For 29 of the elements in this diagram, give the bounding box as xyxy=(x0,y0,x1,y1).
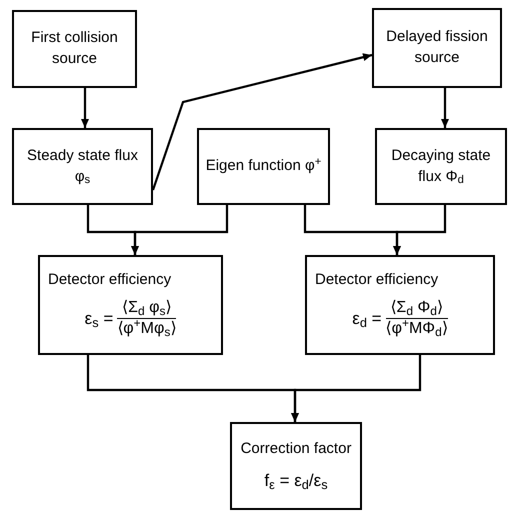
box-label: Eigen function φ$^{+}$ xyxy=(206,156,322,176)
formula: f$_{ε}$ = ε$_{d}$/ε$_{s}$ xyxy=(264,470,328,494)
box-heading: Detector efficiency xyxy=(48,270,172,290)
process-box xyxy=(12,10,137,88)
formula-numerator: ⟨Σ$_{d}$ φ$_{s}$⟩ xyxy=(122,298,172,318)
arrow xyxy=(131,205,228,255)
box-label: Steady state flux φ$_{s}$ xyxy=(26,146,139,188)
box-label: Correction factor xyxy=(240,438,352,459)
arrow xyxy=(441,88,449,128)
process-box xyxy=(305,255,495,355)
process-box xyxy=(197,128,330,205)
box-heading: Detector efficiency xyxy=(315,270,438,290)
box-label: Decaying state flux Φ$_{d}$ xyxy=(390,146,492,188)
box-label: Delayed fission source xyxy=(385,27,489,68)
arrow xyxy=(393,205,446,255)
arrow xyxy=(81,88,89,128)
arrow xyxy=(291,355,422,422)
process-box xyxy=(12,128,153,205)
box-label: First collision source xyxy=(30,28,119,69)
process-box xyxy=(38,255,223,355)
formula-lhs: ε$_{s}$ = xyxy=(84,308,114,332)
process-box xyxy=(375,128,507,205)
formula-lhs: ε$_{d}$ = xyxy=(352,308,382,332)
formula-denominator: ⟨φ$^{+}$Mφ$_{s}$⟩ xyxy=(117,319,176,340)
process-box xyxy=(230,422,362,510)
formula-numerator: ⟨Σ$_{d}$ Φ$_{d}$⟩ xyxy=(390,298,443,318)
formula-denominator: ⟨φ$^{+}$MΦ$_{d}$⟩ xyxy=(386,319,448,340)
arrow xyxy=(152,53,372,190)
process-box xyxy=(372,8,502,88)
